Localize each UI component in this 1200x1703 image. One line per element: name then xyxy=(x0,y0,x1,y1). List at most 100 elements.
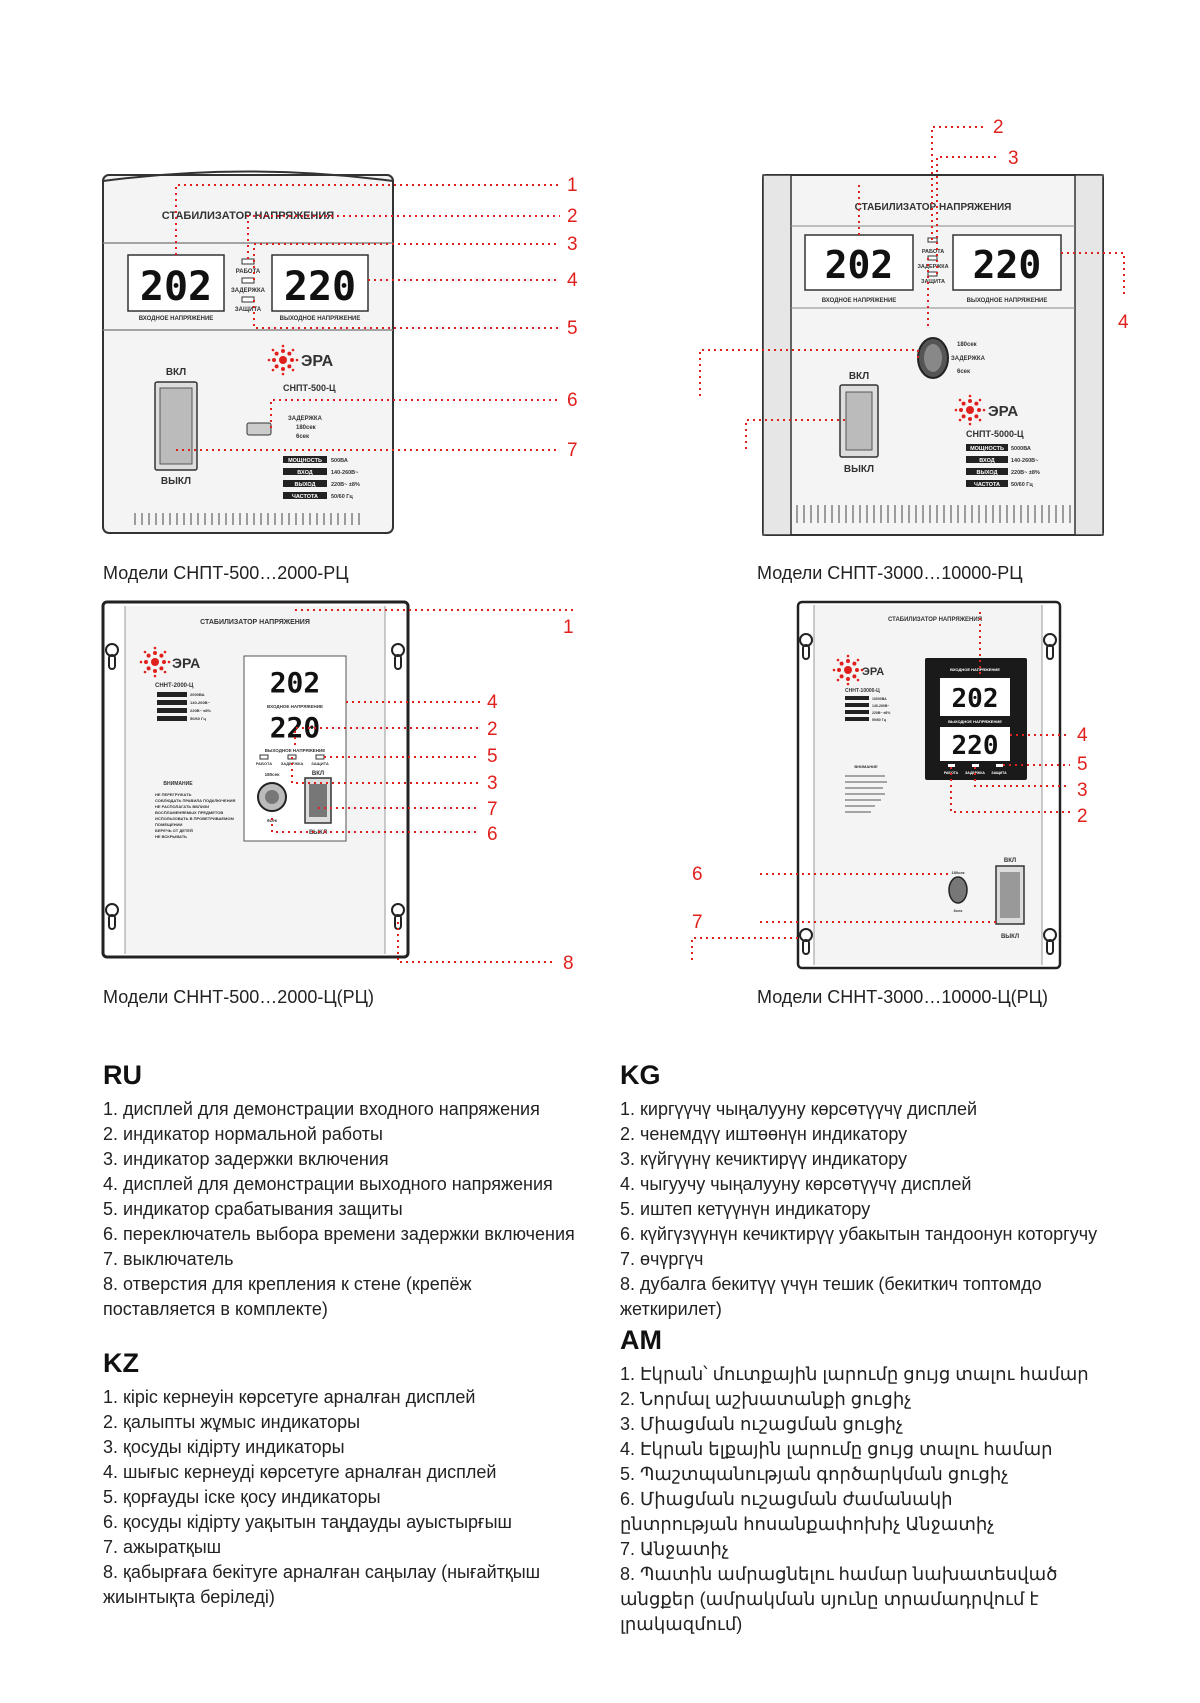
legend-kz: KZ 1. кіріс кернеуін көрсетуге арналған … xyxy=(103,1348,623,1610)
svg-text:НЕ ВСКРЫВАТЬ: НЕ ВСКРЫВАТЬ xyxy=(155,834,187,839)
switch-off-label: ВЫКЛ xyxy=(161,476,191,487)
svg-text:СОБЛЮДАТЬ ПРАВИЛА ПОДКЛЮЧЕНИЯ: СОБЛЮДАТЬ ПРАВИЛА ПОДКЛЮЧЕНИЯ xyxy=(155,798,235,803)
indicator-work-label: РАБОТА xyxy=(236,269,261,275)
legend-item: 6. переключатель выбора времени задержки… xyxy=(103,1224,575,1244)
device-title: СТАБИЛИЗАТОР НАПРЯЖЕНИЯ xyxy=(200,619,310,626)
indicator-delay-label: ЗАДЕРЖКА xyxy=(917,264,948,270)
legend-item: 5. иштеп кетүүнүн индикатору xyxy=(620,1199,871,1219)
callout-2: 2 xyxy=(567,206,578,227)
input-voltage-label: ВХОДНОЕ НАПРЯЖЕНИЕ xyxy=(822,298,897,304)
svg-text:БЕРЕЧЬ ОТ ДЕТЕЙ: БЕРЕЧЬ ОТ ДЕТЕЙ xyxy=(155,828,193,833)
era-logo-icon xyxy=(267,344,299,376)
spec-table: МОЩНОСТЬ 5000ВА ВХОД 140-260В~ ВЫХОД 220… xyxy=(966,444,1040,488)
device-snnt-2000: СТАБИЛИЗАТОР НАПРЯЖЕНИЯ ЭРА СННТ-2000-Ц … xyxy=(101,600,575,974)
delay-short: 6сек xyxy=(296,434,309,440)
callout-6: 6 xyxy=(567,390,578,411)
caption-snnt-3000-10000: Модели СННТ-3000…10000-Ц(РЦ) xyxy=(757,987,1048,1007)
delay-selector[interactable] xyxy=(948,876,968,904)
delay-short: 6сек xyxy=(954,908,963,913)
delay-label: ЗАДЕРЖКА xyxy=(951,356,986,362)
device-title: СТАБИЛИЗАТОР НАПРЯЖЕНИЯ xyxy=(888,617,982,623)
callout-7: 7 xyxy=(487,799,498,820)
callout-3: 3 xyxy=(487,773,498,794)
svg-text:ВХОД: ВХОД xyxy=(297,470,312,476)
callout-2: 2 xyxy=(1077,806,1088,827)
svg-text:НЕ ПЕРЕГРУЖАТЬ: НЕ ПЕРЕГРУЖАТЬ xyxy=(155,792,192,797)
delay-selector[interactable] xyxy=(246,422,272,436)
indicator-protect-label: ЗАЩИТА xyxy=(991,771,1007,775)
legend-kg: KG 1. киргүүчү чыңалууну көрсөтүүчү дисп… xyxy=(620,1060,1120,1322)
warning-title: ВНИМАНИЕ xyxy=(163,781,193,787)
delay-label: ЗАДЕРЖКА xyxy=(288,416,323,422)
legend-item: 8. отверстия для крепления к стене (креп… xyxy=(103,1274,472,1319)
input-voltage-label: ВХОДНОЕ НАПРЯЖЕНИЕ xyxy=(267,704,323,709)
caption-snnt-500-2000: Модели СННТ-500…2000-Ц(РЦ) xyxy=(103,987,374,1007)
svg-text:50/60 Гц: 50/60 Гц xyxy=(1011,482,1033,488)
legend-kz-title: KZ xyxy=(103,1348,139,1378)
svg-text:ВЫХОД: ВЫХОД xyxy=(976,470,997,476)
svg-text:ВХОД: ВХОД xyxy=(979,458,994,464)
delay-long: 180сек xyxy=(951,870,964,875)
brand-name: ЭРА xyxy=(301,353,334,370)
caption-snpt-500-2000: Модели СНПТ-500…2000-РЦ xyxy=(103,563,349,583)
legend-item: 7. Անջատիչ xyxy=(620,1539,730,1559)
model-name: СННТ-2000-Ц xyxy=(155,683,194,689)
callout-5: 5 xyxy=(1077,754,1088,775)
legend-item: 4. дисплей для демонстрации выходного на… xyxy=(103,1174,553,1194)
legend-item: 6. қосуды кідірту уақытын таңдауды ауыст… xyxy=(103,1512,512,1532)
svg-text:220В~ ±8%: 220В~ ±8% xyxy=(331,482,360,488)
output-voltage-label: ВЫХОДНОЕ НАПРЯЖЕНИЕ xyxy=(967,298,1048,304)
legend-item: 1. Էկրան՝ մուտքային լարումը ցույց տալու … xyxy=(620,1364,1089,1384)
output-voltage-label: ВЫХОДНОЕ НАПРЯЖЕНИЕ xyxy=(948,719,1002,724)
callout-6: 6 xyxy=(487,824,498,845)
delay-short: 6сек xyxy=(267,818,278,823)
legend-ru-title: RU xyxy=(103,1060,142,1090)
svg-text:50/60 Гц: 50/60 Гц xyxy=(331,494,353,500)
legend-item: 3. күйгүүнү кечиктирүү индикатору xyxy=(620,1149,908,1169)
svg-text:50/60 Гц: 50/60 Гц xyxy=(872,718,887,722)
switch-on-label: ВКЛ xyxy=(166,367,186,378)
callout-4: 4 xyxy=(1118,312,1129,333)
callout-4: 4 xyxy=(567,270,578,291)
model-name: СНПТ-5000-Ц xyxy=(966,429,1024,439)
legend-item: 8. Պատին ամրացնելու համար նախատեսված անց… xyxy=(620,1564,1058,1634)
era-logo-icon xyxy=(954,394,986,426)
callout-1: 1 xyxy=(567,175,578,196)
era-logo-icon xyxy=(832,654,864,686)
delay-long: 180сек xyxy=(265,772,281,777)
indicator-protect-label: ЗАЩИТА xyxy=(921,279,945,285)
legend-item: 8. қабырғаға бекітуге арналған саңылау (… xyxy=(103,1562,541,1607)
legend-ru: RU 1. дисплей для демонстрации входного … xyxy=(103,1060,623,1322)
warning-list: НЕ ПЕРЕГРУЖАТЬ СОБЛЮДАТЬ ПРАВИЛА ПОДКЛЮЧ… xyxy=(155,792,235,839)
device-illustrations: СТАБИЛИЗАТОР НАПРЯЖЕНИЯ 202 ВХОДНОЕ НАПР… xyxy=(101,117,1129,974)
svg-text:ЧАСТОТА: ЧАСТОТА xyxy=(292,494,318,500)
legend-item: 7. выключатель xyxy=(103,1249,234,1269)
legend-item: 1. дисплей для демонстрации входного нап… xyxy=(103,1099,540,1119)
delay-long: 180сек xyxy=(957,342,977,348)
callout-2: 2 xyxy=(487,719,498,740)
callout-4: 4 xyxy=(1077,725,1088,746)
indicator-work-label: РАБОТА xyxy=(922,249,944,255)
callout-3: 3 xyxy=(567,234,578,255)
legend-item: 7. өчүргүч xyxy=(620,1249,704,1269)
spec-table: МОЩНОСТЬ 500ВА ВХОД 140-260В~ ВЫХОД 220В… xyxy=(283,456,360,500)
device-snpt-5000: СТАБИЛИЗАТОР НАПРЯЖЕНИЯ 202 ВХОДНОЕ НАПР… xyxy=(699,117,1129,536)
svg-text:2000ВА: 2000ВА xyxy=(190,692,205,697)
indicator-delay-label: ЗАДЕРЖКА xyxy=(231,288,266,294)
legend-item: 3. индикатор задержки включения xyxy=(103,1149,389,1169)
callout-7: 7 xyxy=(692,912,703,933)
legend-kg-title: KG xyxy=(620,1060,661,1090)
input-voltage-display: 202 xyxy=(270,666,321,699)
legend-item: 4. Էկրան ելքային լարումը ցույց տալու համ… xyxy=(620,1439,1053,1459)
svg-text:ИСПОЛЬЗОВАТЬ В ПРОВЕТРИВАЕМОМ: ИСПОЛЬЗОВАТЬ В ПРОВЕТРИВАЕМОМ xyxy=(155,816,234,821)
svg-text:ВОСПЛАМЕНЯЕМЫХ ПРЕДМЕТОВ: ВОСПЛАМЕНЯЕМЫХ ПРЕДМЕТОВ xyxy=(155,810,223,815)
output-voltage-label: ВЫХОДНОЕ НАПРЯЖЕНИЕ xyxy=(280,316,361,322)
svg-text:ЧАСТОТА: ЧАСТОТА xyxy=(974,482,1000,488)
brand-name: ЭРА xyxy=(172,655,200,671)
spec-table: 2000ВА 140-260В~ 220В~ ±8% 50/60 Гц xyxy=(157,692,211,721)
output-voltage-display: 220 xyxy=(952,731,999,761)
svg-text:220В~ ±8%: 220В~ ±8% xyxy=(190,708,211,713)
svg-text:140-260В~: 140-260В~ xyxy=(331,470,358,476)
indicator-work-label: РАБОТА xyxy=(256,761,272,766)
brand-name: ЭРА xyxy=(862,666,884,678)
